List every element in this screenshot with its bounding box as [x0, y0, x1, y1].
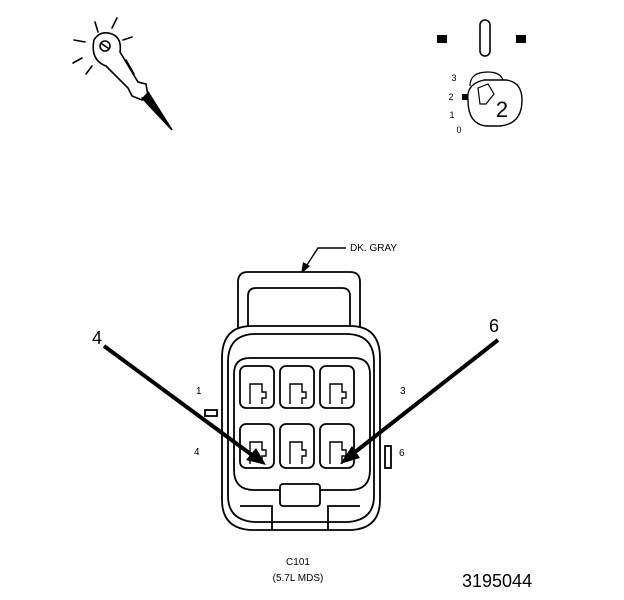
indicator-right: [516, 35, 526, 43]
callout-label-6: 6: [489, 316, 499, 336]
key-position-2: 2: [448, 92, 453, 102]
connector-latch-inner: [247, 287, 351, 338]
callout-arrow-left: [102, 344, 266, 465]
terminal-cavity: [319, 365, 355, 409]
connector-c101: [204, 271, 392, 531]
test-probe-icon: [72, 17, 173, 131]
connector-subtitle: (5.7L MDS): [273, 573, 324, 584]
terminal-cavity: [319, 423, 355, 469]
connector-latch: [237, 271, 361, 340]
side-tab-left: [204, 409, 218, 417]
side-tab-right: [384, 445, 392, 469]
pin-label-3: 3: [400, 386, 406, 397]
key-cutout: [477, 83, 495, 105]
indicator-left: [437, 35, 447, 43]
pin-label-6: 6: [399, 448, 405, 459]
pin-label-4: 4: [194, 447, 200, 458]
ignition-key-icon: 3 2 1 0 2: [437, 19, 526, 135]
callout-label-4: 4: [92, 328, 102, 348]
key-position-marker: [462, 94, 468, 100]
connector-id: C101: [286, 557, 310, 568]
key-position-1: 1: [449, 110, 454, 120]
terminal-cavity: [279, 423, 315, 469]
housing-color-callout: DK. GRAY: [301, 243, 397, 274]
key-selected-position: 2: [496, 97, 508, 122]
key-arc-back: [469, 71, 505, 87]
key-slot: [479, 19, 491, 57]
housing-color-label: DK. GRAY: [350, 243, 397, 254]
callout-arrow-right: [340, 338, 500, 464]
terminal-cavity: [279, 365, 315, 409]
pin-label-1: 1: [196, 386, 202, 397]
connector-body-rim: [227, 333, 375, 523]
terminal-cavity-block: [233, 357, 371, 491]
key-position-3: 3: [451, 73, 456, 83]
connector-key-notch: [279, 483, 321, 507]
key-position-0: 0: [456, 125, 461, 135]
terminal-cavity: [239, 365, 275, 409]
figure-number: 3195044: [462, 571, 532, 591]
